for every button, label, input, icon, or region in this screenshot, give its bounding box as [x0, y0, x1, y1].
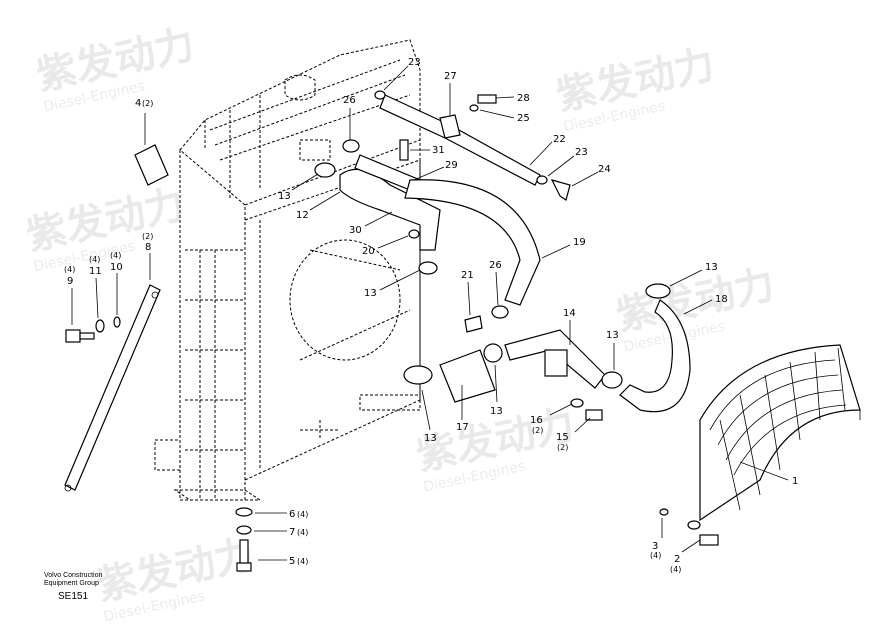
- callout-29-number: 29: [445, 160, 458, 171]
- callout-14-number: 14: [563, 308, 576, 319]
- callout-5-qty: (4): [297, 557, 308, 566]
- bolt-stack-bottom: [235, 507, 253, 572]
- callout-13a-number: 13: [278, 191, 291, 202]
- fan-guard: [699, 344, 861, 522]
- callout-13f-number: 13: [705, 262, 718, 273]
- callout-5-number: 5: [289, 556, 295, 567]
- callout-15-qty: (2): [557, 443, 568, 452]
- drawing-code: SE151: [58, 591, 89, 602]
- callout-23b-number: 23: [575, 147, 588, 158]
- callout-1-number: 1: [792, 476, 798, 487]
- callout-25-number: 25: [517, 113, 530, 124]
- callout-27-number: 27: [444, 71, 457, 82]
- callout-2-qty: (4): [670, 565, 681, 574]
- callout-13e-number: 13: [606, 330, 619, 341]
- callout-19-number: 19: [573, 237, 586, 248]
- callout-4-qty: (2): [142, 99, 153, 108]
- radiator-assembly: [154, 39, 421, 501]
- publisher-credit: Volvo Construction Equipment Group: [44, 572, 102, 588]
- callout-3-qty: (4): [650, 551, 661, 560]
- callout-20-number: 20: [362, 246, 375, 257]
- fittings-top: [314, 90, 719, 546]
- callout-13b-number: 13: [364, 288, 377, 299]
- callout-21-number: 21: [461, 270, 474, 281]
- callout-22-number: 22: [553, 134, 566, 145]
- callout-12-number: 12: [296, 210, 309, 221]
- callout-30-number: 30: [349, 225, 362, 236]
- credit-line: Volvo Construction: [44, 572, 103, 579]
- callout-9-number: 9: [67, 276, 73, 287]
- callout-2-number: 2: [674, 554, 680, 565]
- credit-line: Equipment Group: [44, 580, 99, 587]
- bolt-set-left: [65, 316, 121, 343]
- lower-hoses: [403, 283, 691, 421]
- callout-8-qty: (2): [142, 232, 153, 241]
- callout-11-number: 11: [89, 266, 102, 277]
- callout-3-number: 3: [652, 541, 658, 552]
- callout-13c-number: 13: [424, 433, 437, 444]
- callout-13d-number: 13: [490, 406, 503, 417]
- stay-bar: [64, 284, 161, 492]
- callout-7-qty: (4): [297, 528, 308, 537]
- callout-4-number: 4: [135, 98, 141, 109]
- callout-11-qty: (4): [89, 255, 100, 264]
- bracket-part-4: [134, 144, 169, 186]
- callout-28-number: 28: [517, 93, 530, 104]
- callout-6-qty: (4): [297, 510, 308, 519]
- callout-23a-number: 23: [408, 57, 421, 68]
- callout-16-qty: (2): [532, 426, 543, 435]
- callout-26a-number: 26: [343, 95, 356, 106]
- callout-16-number: 16: [530, 415, 543, 426]
- callout-24-number: 24: [598, 164, 611, 175]
- callout-31-number: 31: [432, 145, 445, 156]
- callout-layer: 1 2 (4) 3 (4) 4 (2) 5 (4) 6 (4) 7 (4) (2…: [64, 57, 798, 574]
- callout-15-number: 15: [556, 432, 569, 443]
- callout-8-number: 8: [145, 242, 151, 253]
- callout-10-number: 10: [110, 262, 123, 273]
- callout-18-number: 18: [715, 294, 728, 305]
- callout-26b-number: 26: [489, 260, 502, 271]
- callout-6-number: 6: [289, 509, 295, 520]
- upper-hoses: [339, 94, 541, 306]
- callout-17-number: 17: [456, 422, 469, 433]
- callout-9-qty: (4): [64, 265, 75, 274]
- callout-10-qty: (4): [110, 251, 121, 260]
- callout-7-number: 7: [289, 527, 295, 538]
